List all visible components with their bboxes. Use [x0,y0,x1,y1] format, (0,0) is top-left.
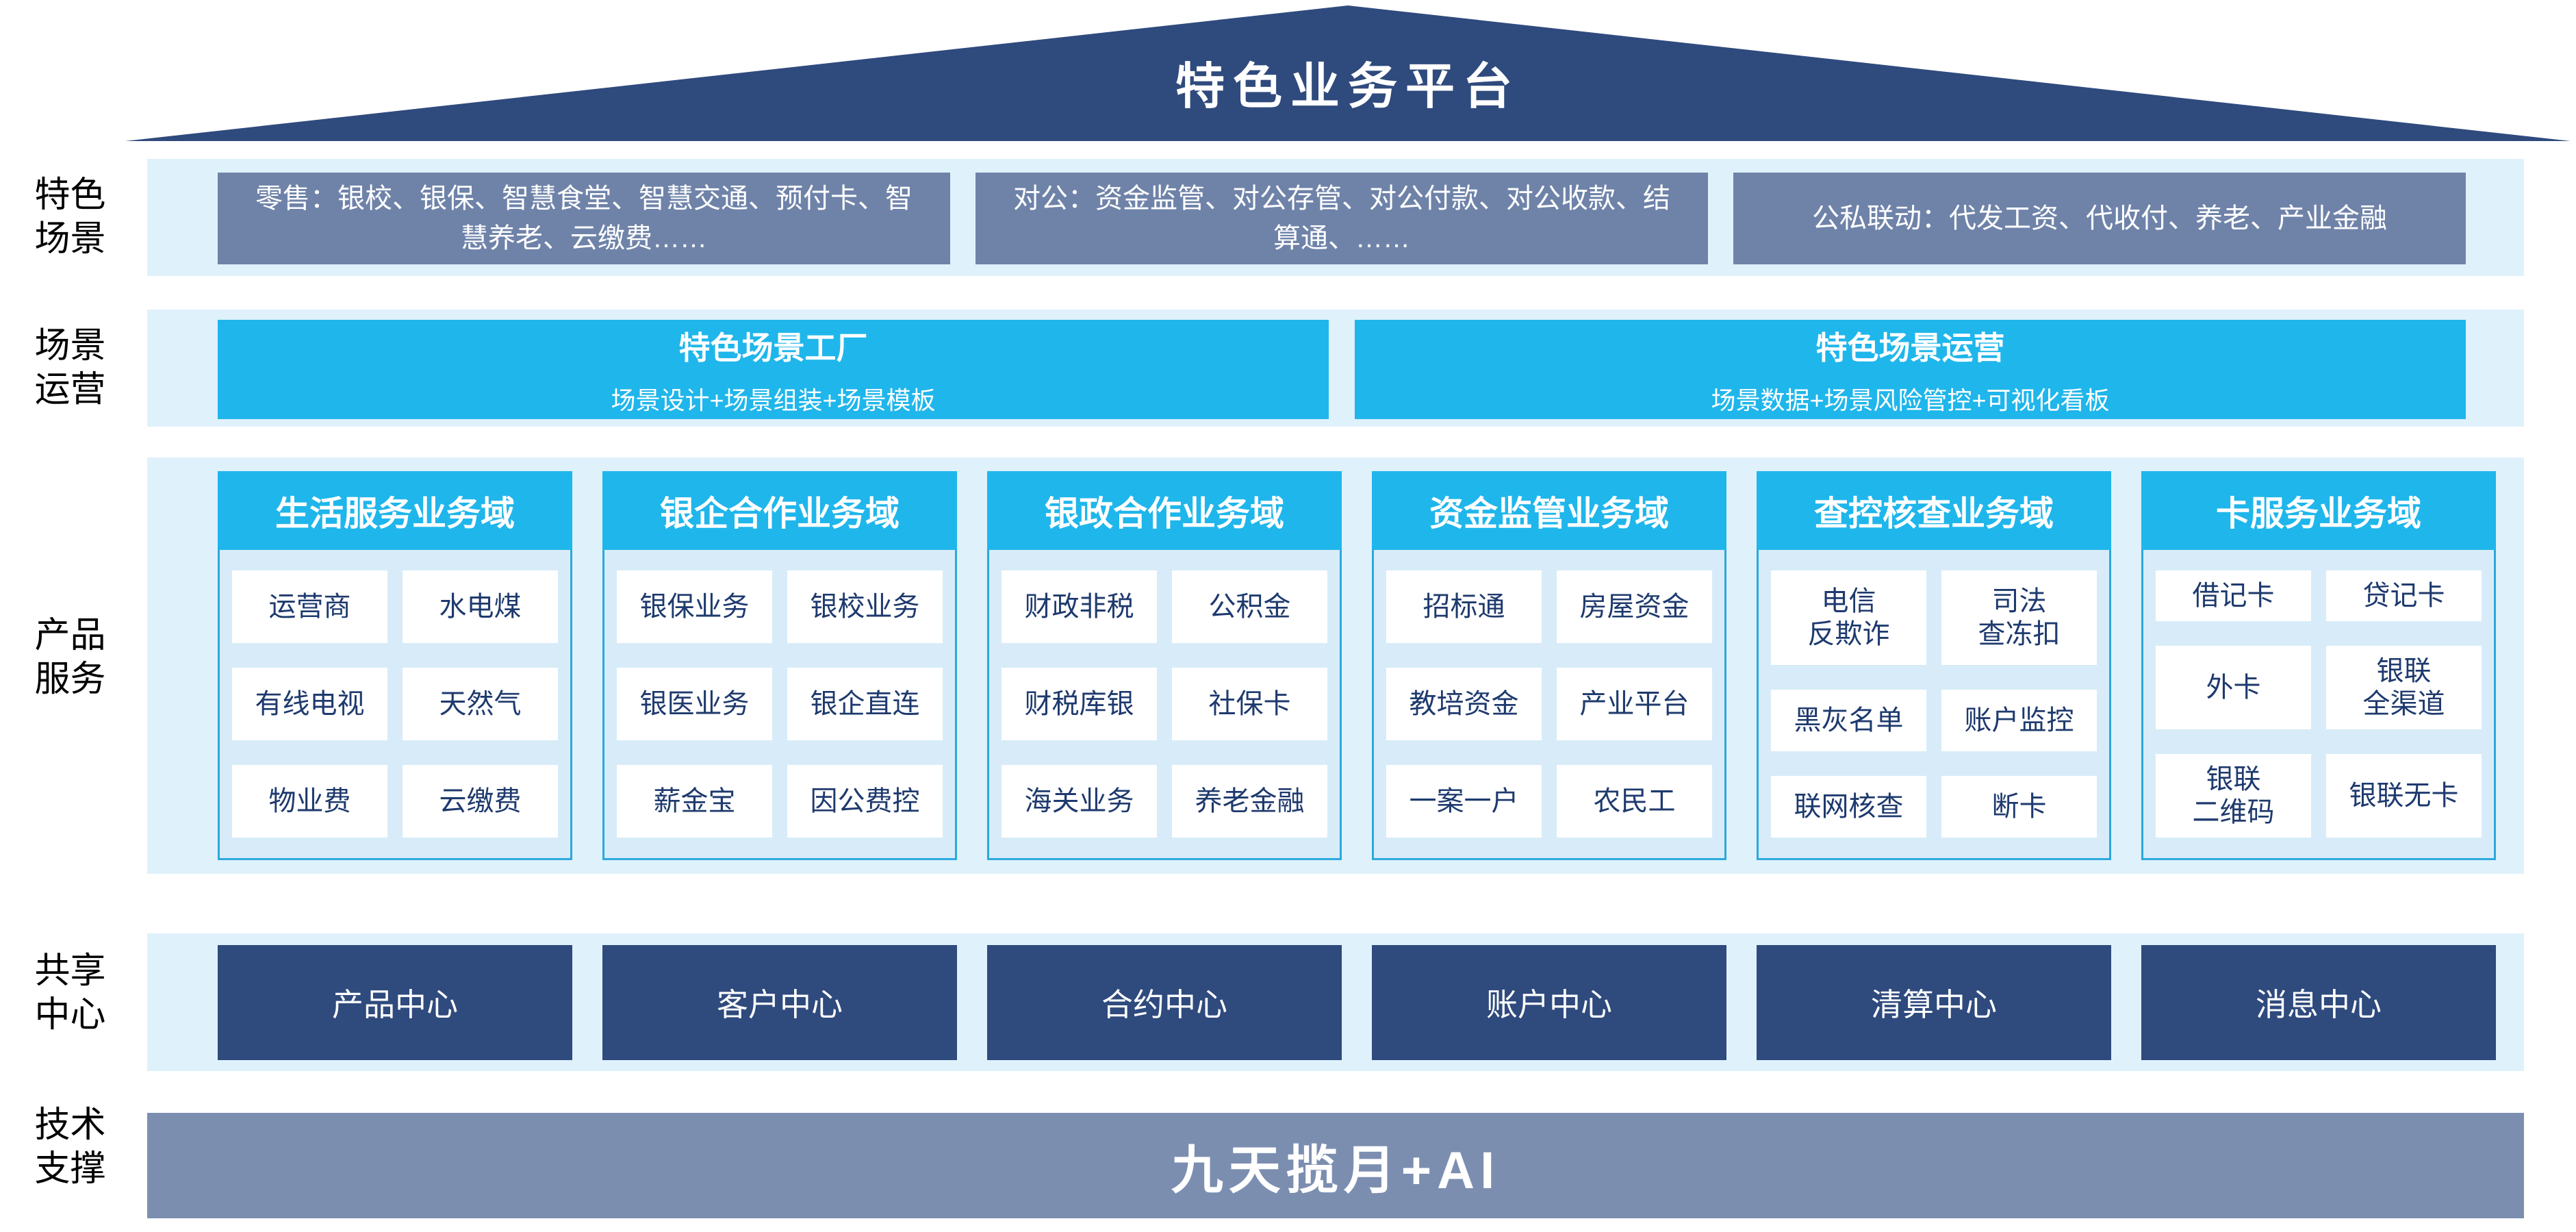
product-column-header: 查控核查业务域 [1757,471,2111,550]
product-cell: 云缴费 [403,765,558,838]
op-box-title: 特色场景运营 [1815,329,2005,366]
product-cell: 产业平台 [1557,668,1712,740]
product-cell: 物业费 [232,765,387,838]
scenes-band: 零售：银校、银保、智慧食堂、智慧交通、预付卡、智慧养老、云缴费…… 对公：资金监… [147,159,2524,276]
tech-support-label: 九天揽月+AI [1171,1142,1501,1200]
product-column-body: 财政非税 公积金 财税库银 社保卡 海关业务 养老金融 [987,550,1342,860]
center-box-customer: 客户中心 [602,945,957,1060]
product-cell: 招标通 [1386,570,1542,643]
center-box-account: 账户中心 [1372,945,1726,1060]
product-column-body: 招标通 房屋资金 教培资金 产业平台 一案一户 农民工 [1372,550,1726,860]
product-cell: 教培资金 [1386,668,1542,740]
product-column-body: 借记卡 贷记卡 外卡 银联 全渠道 银联 二维码 银联无卡 [2141,550,2496,860]
product-column-bank-enterprise: 银企合作业务域 银保业务 银校业务 银医业务 银企直连 薪金宝 因公费控 [602,471,957,860]
center-box-product: 产品中心 [218,945,572,1060]
product-cell: 水电煤 [403,570,558,643]
product-cell: 外卡 [2156,646,2311,729]
operations-row: 特色场景工厂 场景设计+场景组装+场景模板 特色场景运营 场景数据+场景风险管控… [147,310,2524,419]
op-box-subtitle: 场景数据+场景风险管控+可视化看板 [1711,386,2110,414]
product-cell: 银联 全渠道 [2326,646,2482,729]
product-cell: 因公费控 [787,765,943,838]
center-box-clearing: 清算中心 [1757,945,2111,1060]
product-cell: 财税库银 [1002,668,1157,740]
product-column-bank-government: 银政合作业务域 财政非税 公积金 财税库银 社保卡 海关业务 养老金融 [987,471,1342,860]
product-cell: 借记卡 [2156,570,2311,621]
op-box-title: 特色场景工厂 [678,329,868,366]
scene-box-linkage: 公私联动：代发工资、代收付、养老、产业金融 [1733,173,2466,264]
product-cell: 社保卡 [1172,668,1327,740]
product-column-life-services: 生活服务业务域 运营商 水电煤 有线电视 天然气 物业费 云缴费 [218,471,572,860]
operations-band: 特色场景工厂 场景设计+场景组装+场景模板 特色场景运营 场景数据+场景风险管控… [147,310,2524,427]
product-column-inquiry-control: 查控核查业务域 电信 反欺诈 司法 查冻扣 黑灰名单 账户监控 联网核查 断卡 [1757,471,2111,860]
product-cell: 财政非税 [1002,570,1157,643]
product-column-body: 电信 反欺诈 司法 查冻扣 黑灰名单 账户监控 联网核查 断卡 [1757,550,2111,860]
row-label-tech-support: 技术 支撑 [34,1105,106,1189]
product-cell: 银医业务 [617,668,772,740]
products-band: 生活服务业务域 运营商 水电煤 有线电视 天然气 物业费 云缴费 银企合作业务域… [147,457,2524,874]
product-cell: 银联无卡 [2326,754,2482,838]
op-box-scene-factory: 特色场景工厂 场景设计+场景组装+场景模板 [218,320,1329,419]
row-label-scenes: 特色 场景 [34,175,106,259]
product-column-header: 卡服务业务域 [2141,471,2496,550]
product-column-header: 资金监管业务域 [1372,471,1726,550]
product-column-card-services: 卡服务业务域 借记卡 贷记卡 外卡 银联 全渠道 银联 二维码 银联无卡 [2141,471,2496,860]
row-label-operations: 场景 运营 [34,326,106,410]
center-box-contract: 合约中心 [987,945,1342,1060]
product-cell: 银保业务 [617,570,772,643]
platform-roof-banner: 特色业务平台 [125,5,2571,141]
product-cell: 运营商 [232,570,387,643]
scene-box-corporate: 对公：资金监管、对公存管、对公付款、对公收款、结算通、…… [975,173,1708,264]
scene-box-retail: 零售：银校、银保、智慧食堂、智慧交通、预付卡、智慧养老、云缴费…… [218,173,950,264]
product-cell: 银校业务 [787,570,943,643]
product-cell: 联网核查 [1771,776,1926,838]
product-column-fund-supervision: 资金监管业务域 招标通 房屋资金 教培资金 产业平台 一案一户 农民工 [1372,471,1726,860]
product-cell: 有线电视 [232,668,387,740]
product-column-body: 银保业务 银校业务 银医业务 银企直连 薪金宝 因公费控 [602,550,957,860]
product-cell: 电信 反欺诈 [1771,570,1926,665]
scenes-row: 零售：银校、银保、智慧食堂、智慧交通、预付卡、智慧养老、云缴费…… 对公：资金监… [147,159,2524,264]
product-column-header: 银企合作业务域 [602,471,957,550]
product-cell: 断卡 [1941,776,2097,838]
product-column-body: 运营商 水电煤 有线电视 天然气 物业费 云缴费 [218,550,572,860]
row-label-products: 产品 服务 [34,616,106,699]
op-box-scene-operation: 特色场景运营 场景数据+场景风险管控+可视化看板 [1355,320,2466,419]
product-cell: 贷记卡 [2326,570,2482,621]
product-cell: 银企直连 [787,668,943,740]
product-cell: 银联 二维码 [2156,754,2311,838]
product-cell: 养老金融 [1172,765,1327,838]
centers-band: 产品中心 客户中心 合约中心 账户中心 清算中心 消息中心 [147,933,2524,1071]
product-column-header: 生活服务业务域 [218,471,572,550]
product-cell: 黑灰名单 [1771,690,1926,751]
product-cell: 天然气 [403,668,558,740]
op-box-subtitle: 场景设计+场景组装+场景模板 [611,386,936,414]
product-cell: 账户监控 [1941,690,2097,751]
product-column-header: 银政合作业务域 [987,471,1342,550]
product-cell: 公积金 [1172,570,1327,643]
product-cell: 一案一户 [1386,765,1542,838]
product-cell: 房屋资金 [1557,570,1712,643]
row-label-centers: 共享 中心 [34,951,106,1035]
tech-support-bar: 九天揽月+AI [147,1113,2524,1218]
center-box-message: 消息中心 [2141,945,2496,1060]
product-cell: 司法 查冻扣 [1941,570,2097,665]
platform-title: 特色业务平台 [1175,60,1520,114]
products-row: 生活服务业务域 运营商 水电煤 有线电视 天然气 物业费 云缴费 银企合作业务域… [147,457,2524,860]
product-cell: 薪金宝 [617,765,772,838]
centers-row: 产品中心 客户中心 合约中心 账户中心 清算中心 消息中心 [147,933,2524,1060]
product-cell: 农民工 [1557,765,1712,838]
product-cell: 海关业务 [1002,765,1157,838]
